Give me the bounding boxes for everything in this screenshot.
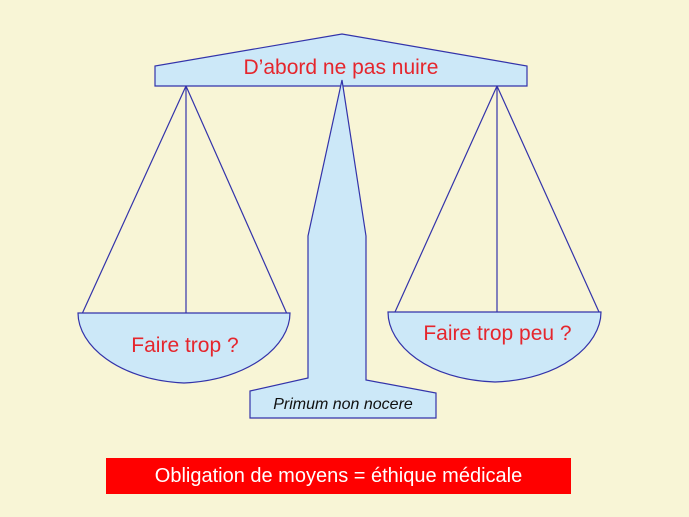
- right-pan-label: Faire trop peu ?: [410, 320, 585, 347]
- beam-label: D’abord ne pas nuire: [155, 56, 527, 80]
- base-label: Primum non nocere: [250, 396, 436, 414]
- left-pan-strings: [82, 86, 287, 314]
- right-pan-strings: [395, 86, 599, 312]
- conclusion-banner: Obligation de moyens = éthique médicale: [106, 458, 571, 494]
- left-pan-label: Faire trop ?: [100, 334, 270, 358]
- stand: [250, 80, 436, 418]
